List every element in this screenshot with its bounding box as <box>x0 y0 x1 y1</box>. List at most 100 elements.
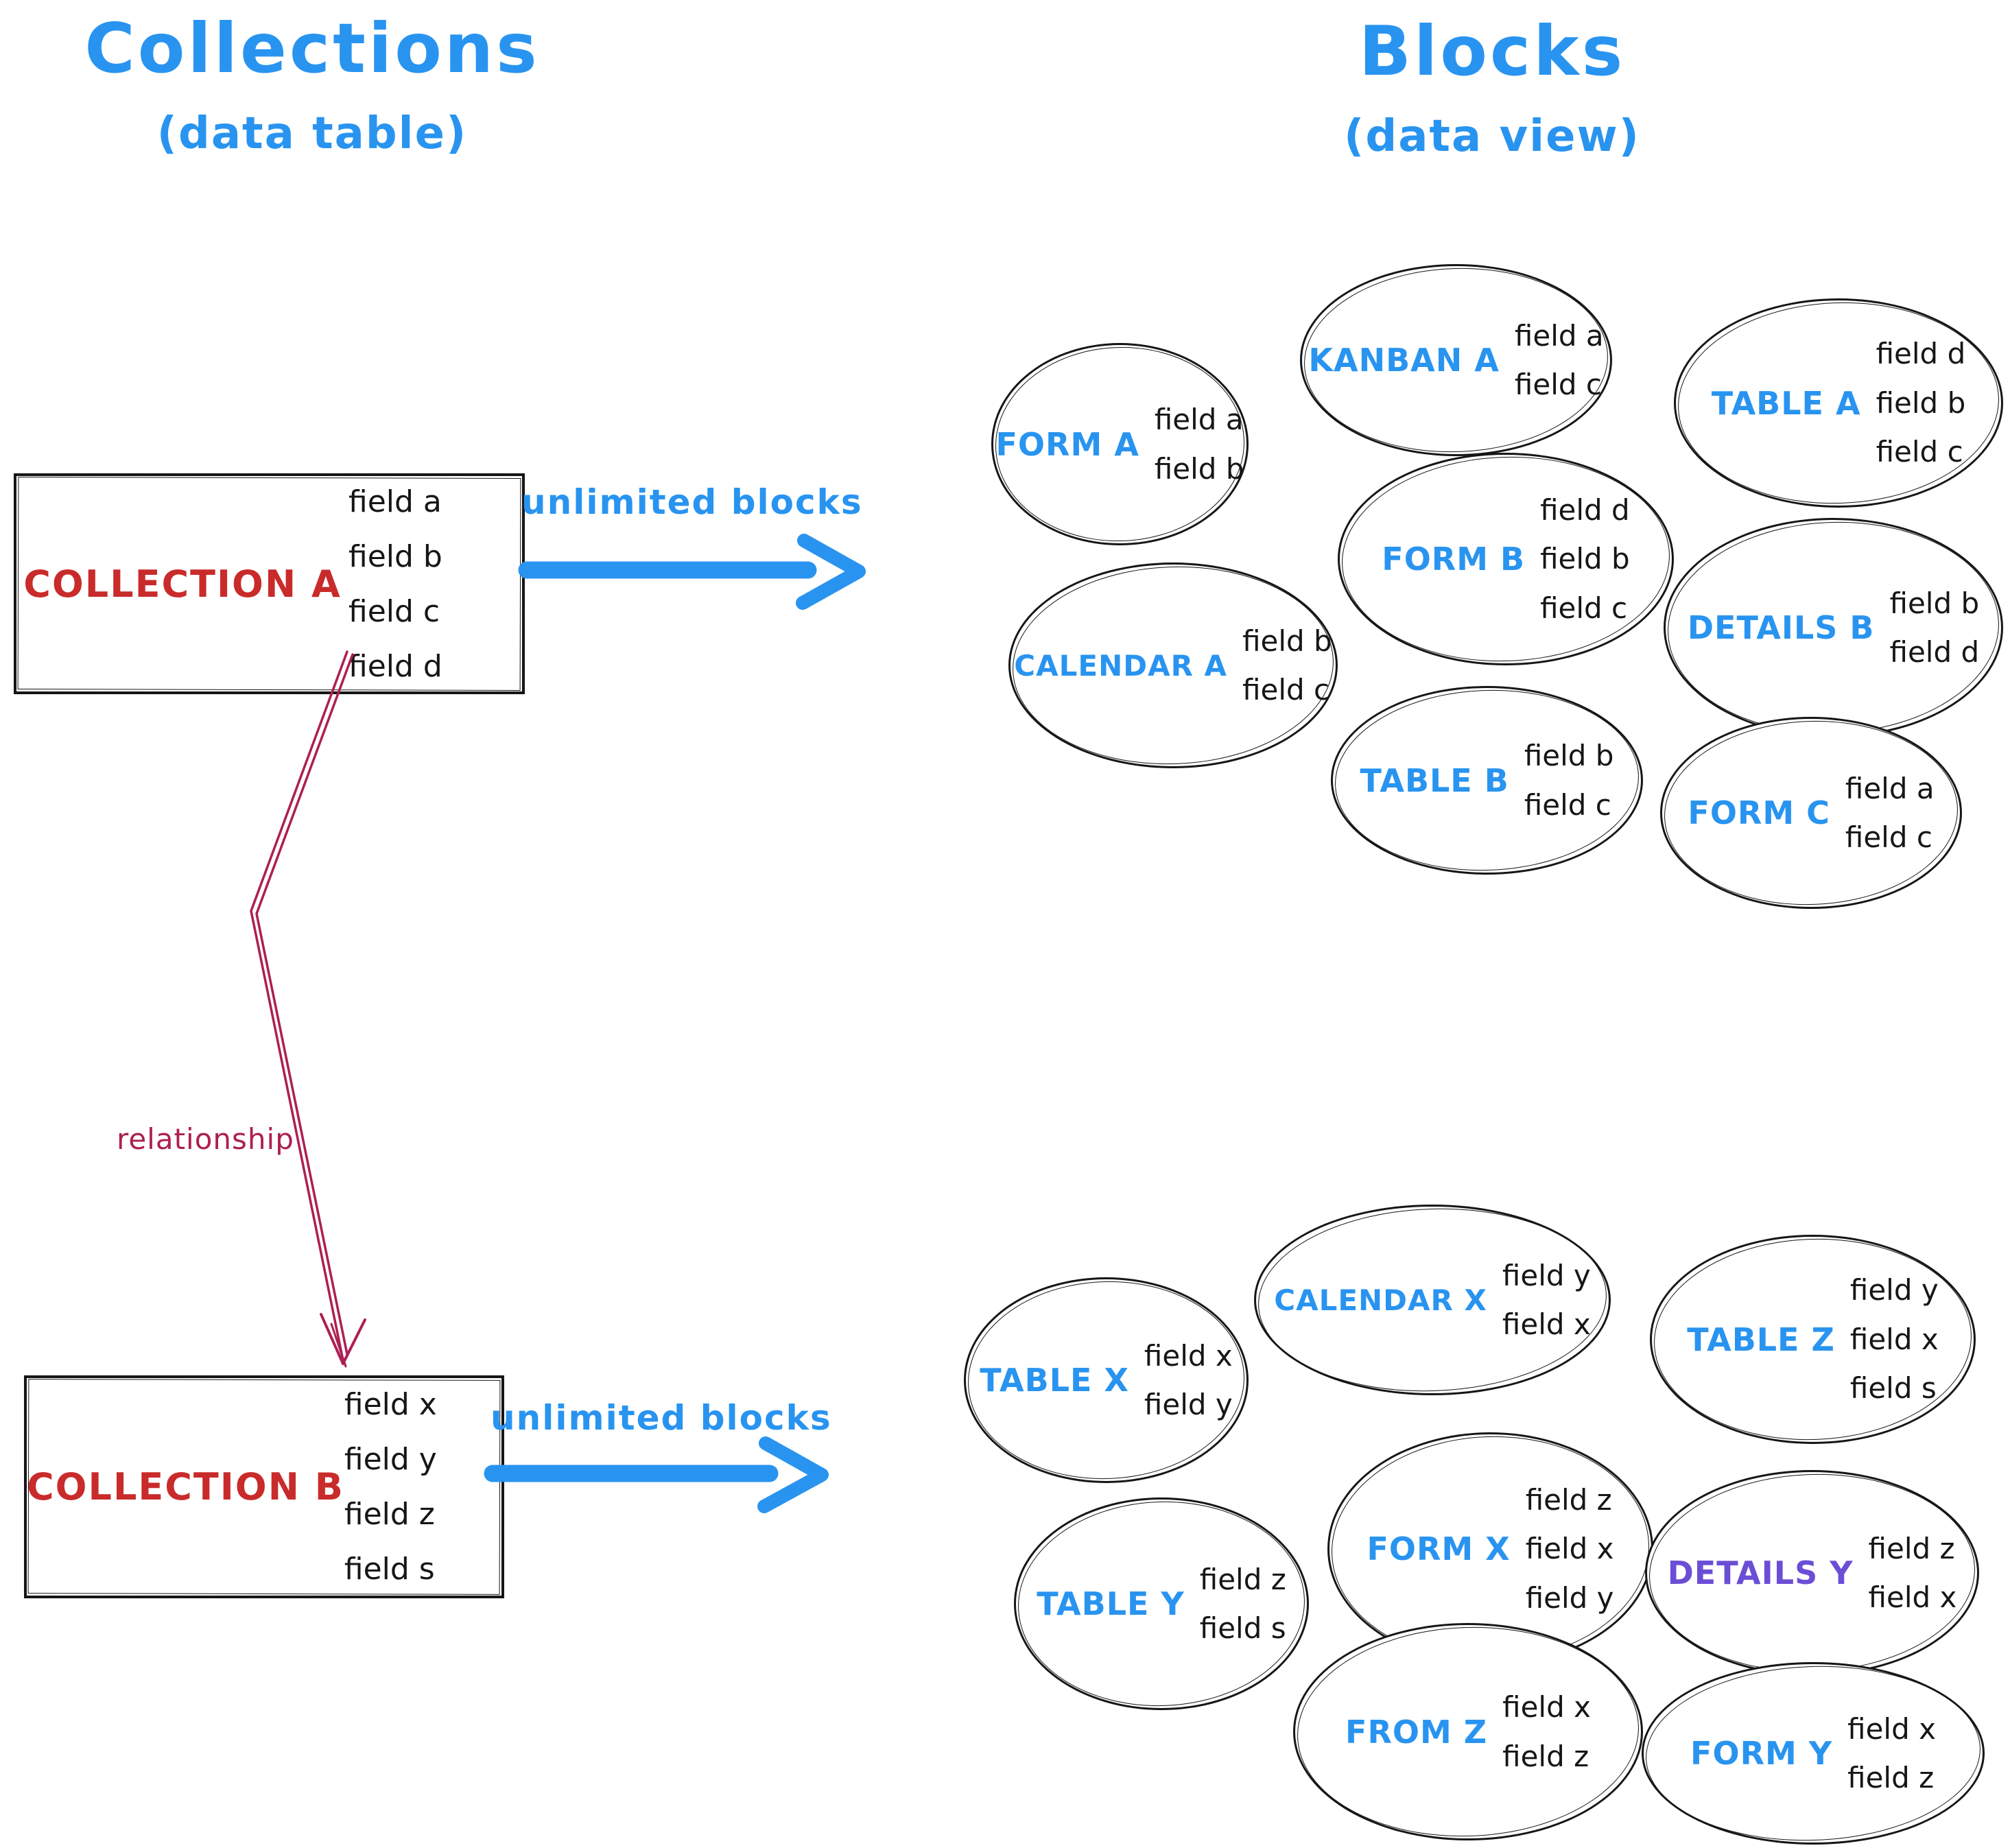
blocks-subtitle: (data view) <box>1344 111 1640 162</box>
block-table-x: TABLE X field x field y <box>964 1277 1249 1483</box>
block-field: field c <box>1242 673 1330 707</box>
collection-field: field x <box>344 1387 437 1422</box>
block-field: field b <box>1889 586 1980 620</box>
block-label: TABLE X <box>980 1362 1129 1399</box>
block-field: field b <box>1876 386 1966 420</box>
block-field: field x <box>1847 1711 1936 1746</box>
block-field: field x <box>1144 1338 1233 1373</box>
block-field: field a <box>1514 318 1604 353</box>
block-field: field d <box>1876 337 1966 371</box>
block-fields: field b field c <box>1242 617 1332 715</box>
collection-field: field b <box>348 538 442 574</box>
block-field: field x <box>1868 1580 1957 1614</box>
block-fields: field z field x <box>1869 1524 1957 1622</box>
block-details-y: DETAILS Y field z field x <box>1645 1470 1979 1676</box>
collection-field: field d <box>348 648 442 684</box>
block-field: field z <box>1525 1482 1612 1517</box>
collection-b-name: COLLECTION B <box>27 1465 344 1508</box>
block-field: field b <box>1540 542 1630 576</box>
block-field: field d <box>1889 635 1980 669</box>
block-table-z: TABLE Z field y field x field s <box>1650 1235 1976 1444</box>
block-field: field c <box>1876 435 1963 469</box>
relationship-arrow <box>250 650 366 1368</box>
unlimited-blocks-arrow-bottom <box>484 1436 829 1513</box>
block-calendar-a: CALENDAR A field b field c <box>1008 562 1338 768</box>
blocks-title: Blocks <box>1358 11 1626 91</box>
block-fields: field d field b field c <box>1876 329 1966 476</box>
collection-field: field c <box>348 593 440 629</box>
block-table-y: TABLE Y field z field s <box>1014 1497 1309 1710</box>
block-label: FORM C <box>1688 794 1830 831</box>
block-label: CALENDAR A <box>1014 648 1228 683</box>
block-table-a: TABLE A field d field b field c <box>1674 298 2003 508</box>
collections-subtitle: (data table) <box>156 108 468 159</box>
block-field: field x <box>1502 1307 1591 1341</box>
block-field: field y <box>1849 1273 1939 1307</box>
unlimited-blocks-arrow-top <box>518 534 866 610</box>
collection-field: field a <box>348 484 442 519</box>
block-field: field s <box>1199 1611 1286 1645</box>
block-fields: field b field d <box>1890 579 1980 677</box>
block-fields: field y field x field s <box>1850 1266 1939 1412</box>
collection-a-name: COLLECTION A <box>23 562 342 606</box>
block-label: TABLE Y <box>1037 1585 1185 1622</box>
block-field: field b <box>1524 739 1614 773</box>
collection-a-fields: field a field b field c field d <box>348 484 522 684</box>
block-label: FORM A <box>995 425 1139 463</box>
block-label: FORM X <box>1367 1530 1511 1567</box>
collection-field: field z <box>344 1497 435 1532</box>
block-fields: field z field x field y <box>1526 1476 1614 1622</box>
block-fields: field x field z <box>1847 1705 1936 1803</box>
block-field: field x <box>1502 1690 1591 1725</box>
block-calendar-x: CALENDAR X field y field x <box>1254 1205 1611 1395</box>
block-field: field y <box>1144 1388 1233 1421</box>
block-label: DETAILS Y <box>1667 1554 1854 1591</box>
block-label: KANBAN A <box>1308 342 1500 379</box>
block-field: field y <box>1502 1258 1591 1292</box>
block-label: TABLE Z <box>1687 1320 1835 1358</box>
collection-field: field y <box>344 1442 437 1477</box>
block-kanban-a: KANBAN A field a field c <box>1300 264 1612 456</box>
block-field: field a <box>1845 771 1935 805</box>
block-label: CALENDAR X <box>1274 1283 1487 1317</box>
block-field: field a <box>1154 403 1244 437</box>
collection-field: field s <box>344 1552 435 1587</box>
block-field: field s <box>1849 1371 1937 1406</box>
block-field: field z <box>1199 1562 1286 1596</box>
block-field: field x <box>1525 1532 1614 1566</box>
block-label: TABLE A <box>1711 384 1861 422</box>
block-label: FORM B <box>1382 541 1526 578</box>
collections-title: Collections <box>84 8 540 88</box>
block-form-y: FORM Y field x field z <box>1642 1662 1985 1845</box>
collection-b-fields: field x field y field z field s <box>344 1387 501 1587</box>
block-field: field x <box>1849 1322 1939 1356</box>
block-field: field b <box>1154 451 1244 486</box>
block-label: TABLE B <box>1360 761 1509 799</box>
block-field: field c <box>1540 591 1628 625</box>
block-fields: field x field y <box>1144 1331 1233 1430</box>
block-fields: field a field b <box>1155 395 1244 493</box>
block-field: field z <box>1868 1531 1955 1565</box>
unlimited-blocks-label-top: unlimited blocks <box>521 482 863 522</box>
block-fields: field a field c <box>1515 311 1604 410</box>
block-label: FORM Y <box>1690 1735 1833 1772</box>
unlimited-blocks-label-bottom: unlimited blocks <box>490 1398 832 1438</box>
block-field: field y <box>1525 1580 1614 1615</box>
relationship-label: relationship <box>117 1122 294 1156</box>
block-field: field z <box>1502 1739 1589 1773</box>
block-fields: field x field z <box>1502 1683 1591 1781</box>
block-field: field c <box>1514 368 1602 401</box>
block-field: field b <box>1242 624 1332 658</box>
block-field: field z <box>1847 1761 1935 1794</box>
